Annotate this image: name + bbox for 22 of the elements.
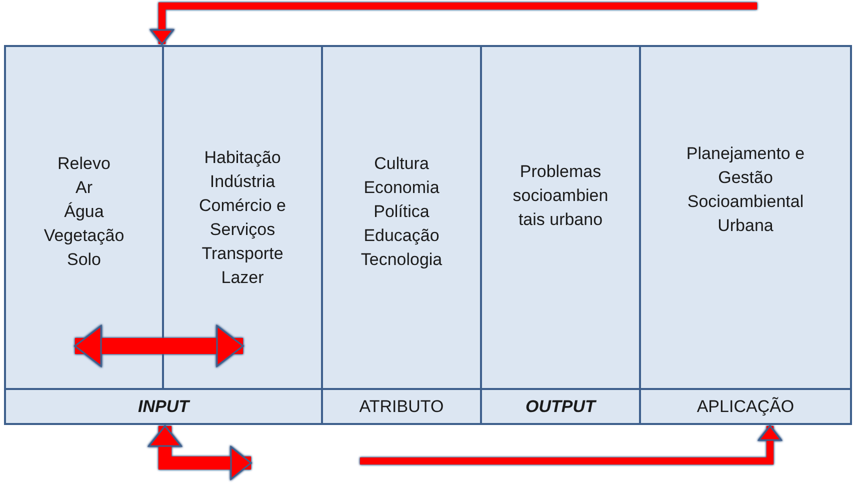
column-text: Relevo Ar Água Vegetação Solo	[42, 152, 126, 270]
column-panel	[480, 45, 641, 390]
arrow	[74, 325, 244, 367]
label-bar	[639, 388, 852, 425]
label-bar	[321, 388, 482, 425]
arrow	[150, 2, 757, 45]
column-label: OUTPUT	[526, 396, 596, 418]
column-panel	[639, 45, 852, 390]
arrow	[148, 425, 252, 480]
column-text: Planejamento e Gestão Socioambiental Urbana	[685, 142, 806, 236]
label-bar	[480, 388, 641, 425]
arrow	[360, 425, 782, 464]
column-panel	[162, 45, 323, 390]
column-panel	[321, 45, 482, 390]
column-text: Habitação Indústria Comércio e Serviços Transporte Lazer	[198, 146, 287, 288]
column-label: ATRIBUTO	[359, 396, 444, 418]
label-bar	[4, 388, 323, 425]
column-label: APLICAÇÃO	[696, 396, 794, 418]
column-panel	[4, 45, 164, 390]
column-label: INPUT	[138, 396, 189, 418]
column-text: Cultura Economia Política Educação Tecnologia	[360, 152, 444, 270]
column-text: Problemas socioambien tais urbano	[512, 160, 610, 230]
